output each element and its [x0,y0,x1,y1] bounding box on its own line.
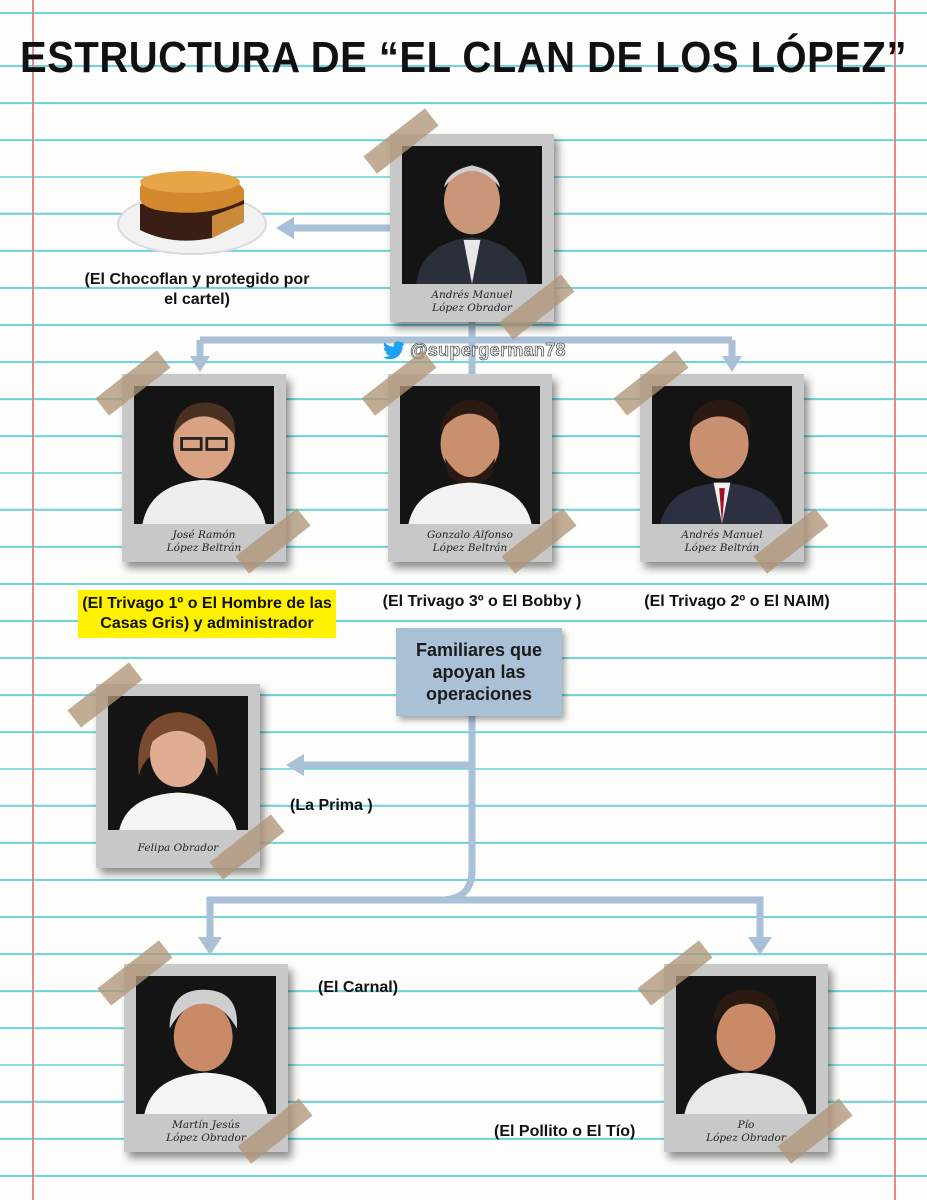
twitter-bird-icon [383,340,405,359]
portrait-gonzalo [400,386,540,524]
right-margin-line [894,0,896,1200]
label-chocoflan: (El Chocoflan y protegido por el cartel) [84,271,310,308]
portrait-felipa [108,696,248,830]
familiares-box: Familiares que apoyan las operaciones [396,628,562,716]
portrait-pio [676,976,816,1114]
portrait-martin [136,976,276,1114]
photo-card-gonzalo: Gonzalo Alfonso López Beltrán [388,374,552,562]
caption-andres-jr-line1: Andrés Manuel [681,529,763,541]
chocoflan-image [117,171,267,255]
caption-gonzalo: Gonzalo Alfonso López Beltrán [392,526,548,558]
left-margin-line [32,0,34,1200]
caption-martin-line2: López Obrador [166,1132,246,1144]
caption-felipa: Felipa Obrador [100,832,256,864]
caption-amlo-line1: Andrés Manuel [431,289,513,301]
caption-martin-line1: Martín Jesús [172,1119,240,1131]
familiares-box-label: Familiares que apoyan las operaciones [415,640,543,704]
caption-gonzalo-line2: López Beltrán [432,542,508,554]
page-title: ESTRUCTURA DE “EL CLAN DE LOS LÓPEZ” [20,34,907,82]
photo-card-jose-ramon: José Ramón López Beltrán [122,374,286,562]
caption-jose-ramon-line2: López Beltrán [166,542,242,554]
label-pio: (El Pollito o El Tío) [494,1123,636,1140]
caption-martin: Martín Jesús López Obrador [128,1116,284,1148]
portrait-amlo [402,146,542,284]
photo-card-pio: Pío López Obrador [664,964,828,1152]
caption-pio-line1: Pío [737,1119,755,1131]
caption-felipa-line1: Felipa Obrador [137,841,219,854]
caption-pio-line2: López Obrador [706,1132,786,1144]
caption-gonzalo-line1: Gonzalo Alfonso [427,529,513,541]
label-gonzalo: (El Trivago 3º o El Bobby ) [382,593,582,610]
label-felipa: (La Prima ) [290,797,373,814]
label-andres-jr: (El Trivago 2º o El NAIM) [644,593,830,610]
photo-card-felipa: Felipa Obrador [96,684,260,868]
caption-andres-jr: Andrés Manuel López Beltrán [644,526,800,558]
portrait-jose-ramon [134,386,274,524]
caption-andres-jr-line2: López Beltrán [684,542,760,554]
photo-card-amlo: Andrés Manuel López Obrador [390,134,554,322]
watermark-handle: @supergerman78 [410,340,566,361]
photo-card-martin: Martín Jesús López Obrador [124,964,288,1152]
caption-jose-ramon: José Ramón López Beltrán [126,526,282,558]
label-jose-ramon: (El Trivago 1º o El Hombre de las Casas … [78,590,336,638]
watermark: @supergerman78 [382,340,566,361]
caption-amlo-line2: López Obrador [432,302,512,314]
caption-jose-ramon-line1: José Ramón [172,529,236,541]
portrait-andres-jr [652,386,792,524]
photo-card-andres-jr: Andrés Manuel López Beltrán [640,374,804,562]
caption-amlo: Andrés Manuel López Obrador [394,286,550,318]
caption-pio: Pío López Obrador [668,1116,824,1148]
label-martin: (El Carnal) [318,979,399,996]
